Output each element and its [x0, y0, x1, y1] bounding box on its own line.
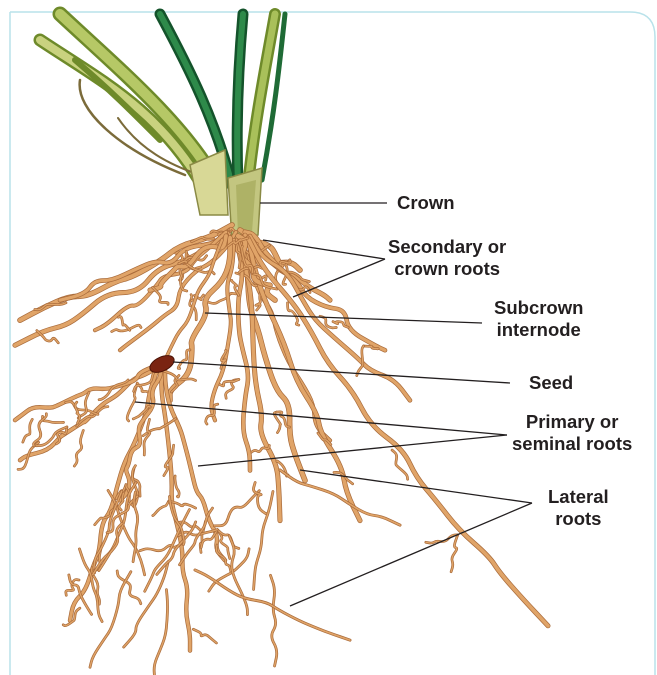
- lateral-root: [280, 470, 400, 525]
- leader-secondary-b: [293, 259, 385, 297]
- lateral-root-outline: [214, 491, 259, 526]
- primary-root: [70, 368, 158, 621]
- label-crown: Crown: [397, 192, 455, 214]
- lateral-root: [74, 430, 83, 466]
- label-seed: Seed: [529, 372, 573, 394]
- lateral-root: [66, 402, 98, 415]
- leader-secondary-a: [263, 240, 385, 259]
- lateral-root: [253, 483, 266, 514]
- leaves: [40, 14, 285, 190]
- leader-lateral-b: [290, 503, 532, 606]
- label-lateral-roots: Lateral roots: [548, 486, 609, 530]
- lateral-root: [33, 414, 46, 446]
- primary-root: [120, 370, 160, 500]
- label-secondary-roots: Secondary or crown roots: [388, 236, 506, 280]
- lateral-root: [153, 287, 169, 304]
- frame-border: [10, 12, 655, 675]
- label-subcrown-internode: Subcrown internode: [494, 297, 583, 341]
- roots: [15, 225, 548, 675]
- lateral-root-outline: [90, 572, 131, 667]
- label-primary-roots: Primary or seminal roots: [512, 411, 632, 455]
